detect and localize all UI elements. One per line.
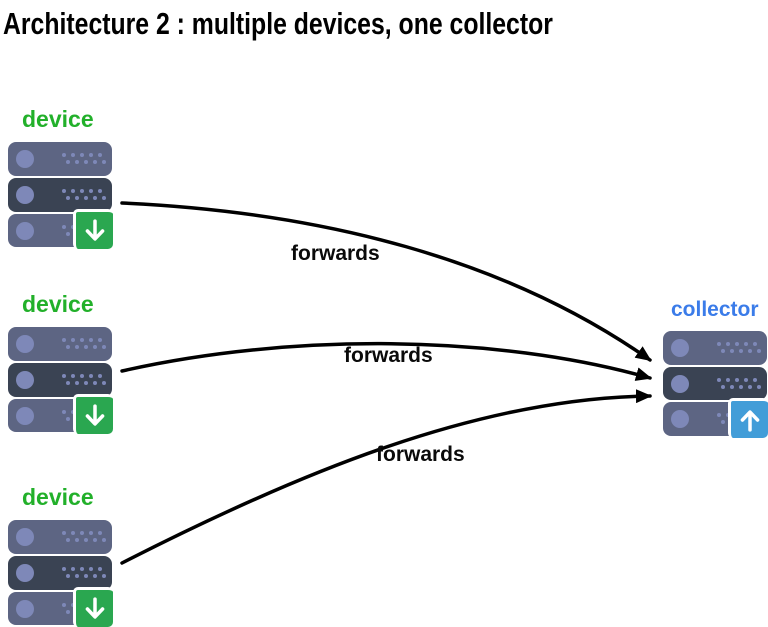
server-slab xyxy=(663,366,767,401)
download-badge xyxy=(73,587,113,627)
server-stack xyxy=(8,520,113,627)
device-label: device xyxy=(22,106,94,132)
server-stack xyxy=(8,327,113,435)
vent-dots-icon xyxy=(717,413,721,418)
upload-arrow-icon xyxy=(740,409,759,432)
server-slab xyxy=(8,363,112,397)
forward-arrow-1 xyxy=(120,201,652,362)
device-node-1: device xyxy=(8,106,113,250)
device-node-3: device xyxy=(8,484,113,627)
server-slab xyxy=(8,178,112,212)
device-node-2: device xyxy=(8,291,113,435)
led-knob xyxy=(16,185,34,204)
download-arrow-icon xyxy=(85,404,104,426)
vent-dots-icon xyxy=(62,567,66,572)
server-stack xyxy=(8,142,113,250)
device-label: device xyxy=(22,484,94,510)
led-knob xyxy=(16,221,34,240)
led-knob xyxy=(16,599,34,618)
download-badge xyxy=(73,394,113,435)
collector-label: collector xyxy=(671,298,759,321)
led-knob xyxy=(16,150,34,169)
vent-dots-icon xyxy=(62,602,66,607)
server-slab xyxy=(8,142,112,177)
diagram-title: Architecture 2 : multiple devices, one c… xyxy=(3,6,553,41)
vent-dots-icon xyxy=(62,153,66,158)
download-arrow-icon xyxy=(85,219,104,241)
vent-dots-icon xyxy=(717,377,721,382)
vent-dots-icon xyxy=(62,189,66,194)
led-knob xyxy=(16,335,34,354)
forward-arrow-3 xyxy=(120,389,652,565)
vent-dots-icon xyxy=(62,224,66,229)
server-slab xyxy=(663,331,767,365)
led-knob xyxy=(671,374,689,393)
upload-badge xyxy=(728,398,768,439)
led-knob xyxy=(671,410,689,429)
vent-dots-icon xyxy=(62,409,66,414)
forwards-label-1: forwards xyxy=(291,242,380,265)
forwards-label-3: forwards xyxy=(376,443,465,466)
download-arrow-icon xyxy=(85,597,104,619)
forward-arrow-2 xyxy=(120,341,652,381)
collector-node: collector xyxy=(663,298,768,439)
device-label: device xyxy=(22,291,94,317)
vent-dots-icon xyxy=(62,338,66,343)
led-knob xyxy=(16,563,34,582)
forwards-label-2: forwards xyxy=(344,344,433,367)
led-knob xyxy=(671,338,689,357)
vent-dots-icon xyxy=(717,342,721,347)
vent-dots-icon xyxy=(62,531,66,536)
vent-dots-icon xyxy=(62,374,66,379)
download-badge xyxy=(73,209,113,250)
server-slab xyxy=(8,520,112,555)
led-knob xyxy=(16,370,34,389)
server-slab xyxy=(8,327,112,362)
led-knob xyxy=(16,406,34,425)
server-stack xyxy=(663,331,768,439)
led-knob xyxy=(16,528,34,547)
server-slab xyxy=(8,556,112,590)
